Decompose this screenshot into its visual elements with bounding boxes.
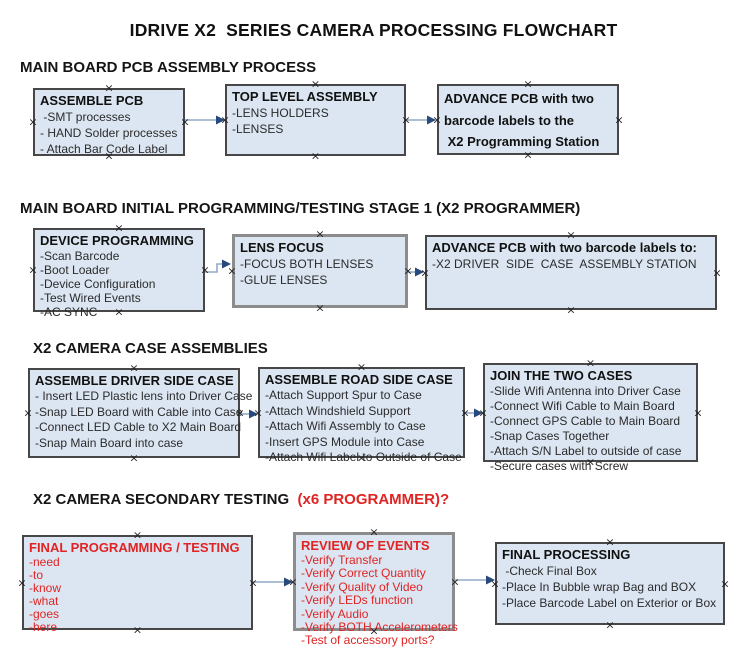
review-of-events-title-line: REVIEW OF EVENTS [301, 538, 430, 553]
join-the-two-cases-step: -Secure cases with Screw [490, 459, 629, 473]
top-level-assembly-title-line: TOP LEVEL ASSEMBLY [232, 89, 378, 104]
lens-focus-title-line: LENS FOCUS [240, 240, 324, 255]
device-programming-step: -Device Configuration [40, 277, 156, 291]
assemble-driver-side-case-step: -Snap Main Board into case [35, 435, 184, 450]
assemble-pcb-step: - HAND Solder processes [40, 126, 178, 140]
flowchart-node-assemble-driver-side-case[interactable]: ASSEMBLE DRIVER SIDE CASE- Insert LED Pl… [28, 368, 253, 458]
assemble-driver-side-case-step: - Insert LED Plastic lens into Driver Ca… [35, 389, 253, 403]
assemble-road-side-case-step: -Attach Windshield Support [265, 403, 411, 418]
arrowhead-icon [486, 575, 495, 585]
advance-pcb-to-programming-station-title-line: barcode labels to the [444, 112, 575, 128]
final-programming-testing-title-line: FINAL PROGRAMMING / TESTING [29, 540, 240, 555]
flowchart-node-assemble-pcb[interactable]: ASSEMBLE PCB -SMT processes - HAND Solder… [33, 88, 185, 156]
assemble-road-side-case-step: -Attach Support Spur to Case [265, 388, 422, 402]
flowchart-node-advance-pcb-to-programming-station[interactable]: ADVANCE PCB with two barcode labels to th… [437, 84, 619, 155]
section-header-case-assemblies: X2 CAMERA CASE ASSEMBLIES [33, 340, 268, 357]
section-header-secondary-testing-black: X2 CAMERA SECONDARY TESTING [33, 491, 290, 508]
arrowhead-icon [249, 409, 258, 419]
device-programming-title-line: DEVICE PROGRAMMING [40, 233, 194, 248]
flowchart-node-advance-pcb-to-driver-side-station[interactable]: ADVANCE PCB with two barcode labels to: -… [425, 235, 717, 310]
flowchart-node-join-the-two-cases[interactable]: JOIN THE TWO CASES-Slide Wifi Antenna in… [483, 363, 698, 473]
section-header-pcb-assembly: MAIN BOARD PCB ASSEMBLY PROCESS [20, 59, 317, 76]
review-of-events-step: -Test of accessory ports? [301, 633, 435, 648]
flowchart-node-final-programming-testing[interactable]: FINAL PROGRAMMING / TESTING-need-to-know… [22, 535, 253, 634]
flowchart-node-assemble-road-side-case[interactable]: ASSEMBLE ROAD SIDE CASE-Attach Support S… [258, 367, 465, 464]
flowchart-node-top-level-assembly[interactable]: TOP LEVEL ASSEMBLY -LENS HOLDERS -LENSES [225, 84, 406, 156]
review-of-events-step: -Verify Correct Quantity [301, 566, 426, 581]
final-programming-testing-step: -what [29, 594, 59, 608]
assemble-driver-side-case-title-line: ASSEMBLE DRIVER SIDE CASE [35, 373, 234, 388]
arrowhead-icon [284, 577, 293, 587]
assemble-pcb-step: - Attach Bar Code Label [40, 142, 168, 156]
review-of-events-step: -Verify LEDs function [301, 593, 414, 608]
advance-pcb-to-driver-side-station-title-line: ADVANCE PCB with two barcode labels to: [432, 240, 697, 255]
lens-focus-step: -FOCUS BOTH LENSES [240, 257, 374, 271]
flowchart-node-review-of-events[interactable]: REVIEW OF EVENTS-Verify Transfer-Verify … [293, 532, 458, 647]
assemble-driver-side-case-step: -Connect LED Cable to X2 Main Board [35, 420, 242, 434]
flowchart-node-device-programming[interactable]: DEVICE PROGRAMMING-Scan Barcode-Boot Loa… [33, 228, 205, 319]
final-programming-testing-step: -goes [29, 607, 60, 621]
top-level-assembly-step: -LENS HOLDERS [232, 106, 329, 120]
review-of-events-step: -Verify Quality of Video [301, 579, 423, 594]
review-of-events-step: -Verify BOTH Accelerometers [301, 620, 458, 635]
lens-focus-step: -GLUE LENSES [240, 273, 328, 287]
flowchart-node-lens-focus[interactable]: LENS FOCUS -FOCUS BOTH LENSES -GLUE LENSES [232, 234, 408, 308]
join-the-two-cases-step: -Slide Wifi Antenna into Driver Case [490, 384, 681, 398]
assemble-driver-side-case-step: -Snap LED Board with Cable into Case [35, 404, 243, 419]
join-the-two-cases-step: -Connect GPS Cable to Main Board [490, 414, 681, 428]
device-programming-step: -AC SYNC [40, 305, 98, 319]
final-programming-testing-step: -here [29, 620, 58, 634]
join-the-two-cases-step: -Snap Cases Together [490, 429, 610, 443]
assemble-road-side-case-step: -Attach Wifi Assembly to Case [265, 419, 426, 433]
flowchart-node-final-processing[interactable]: FINAL PROCESSING -Check Final Box -Place … [495, 542, 725, 625]
device-programming-step: -Scan Barcode [40, 249, 120, 263]
advance-pcb-to-programming-station-title-line: ADVANCE PCB with two [444, 91, 594, 106]
section-header-secondary-testing: X2 CAMERA SECONDARY TESTING (x6 PROGRAMM… [33, 491, 449, 508]
join-the-two-cases-step: -Connect Wifi Cable to Main Board [490, 399, 675, 413]
connector-device-programming-to-lens-focus [205, 263, 227, 273]
assemble-pcb-title-line: ASSEMBLE PCB [40, 93, 144, 108]
review-of-events-step: -Verify Transfer [301, 553, 383, 567]
top-level-assembly-step: -LENSES [232, 122, 284, 136]
final-processing-title-line: FINAL PROCESSING [502, 547, 631, 562]
final-processing-step: -Place In Bubble wrap Bag and BOX [502, 580, 697, 594]
final-programming-testing-step: -need [29, 555, 60, 569]
advance-pcb-to-driver-side-station-step: -X2 DRIVER SIDE CASE ASSEMBLY STATION [432, 257, 697, 271]
advance-pcb-to-programming-station-title-line: X2 Programming Station [444, 134, 600, 149]
arrowhead-icon [222, 259, 231, 269]
final-programming-testing-step: -to [29, 568, 44, 582]
arrowhead-icon [474, 408, 483, 418]
arrowhead-icon [427, 115, 436, 125]
device-programming-step: -Test Wired Events [40, 291, 141, 305]
final-programming-testing-step: -know [29, 581, 62, 595]
final-processing-step: -Check Final Box [502, 564, 597, 578]
assemble-road-side-case-step: -Attach Wifi Label to Outside of Case [265, 450, 462, 464]
section-header-secondary-testing-red: (x6 PROGRAMMER)? [289, 491, 450, 508]
page-title: IDRIVE X2 SERIES CAMERA PROCESSING FLOWC… [129, 20, 618, 40]
assemble-pcb-step: -SMT processes [40, 110, 131, 124]
assemble-road-side-case-step: -Insert GPS Module into Case [265, 434, 425, 449]
arrowhead-icon [415, 267, 424, 277]
section-header-initial-programming: MAIN BOARD INITIAL PROGRAMMING/TESTING S… [20, 200, 581, 217]
assemble-road-side-case-title-line: ASSEMBLE ROAD SIDE CASE [265, 372, 453, 387]
join-the-two-cases-title-line: JOIN THE TWO CASES [490, 368, 633, 383]
final-processing-step: -Place Barcode Label on Exterior or Box [502, 596, 717, 610]
device-programming-step: -Boot Loader [40, 263, 110, 277]
arrowhead-icon [216, 115, 225, 125]
review-of-events-step: -Verify Audio [301, 606, 369, 621]
join-the-two-cases-step: -Attach S/N Label to outside of case [490, 444, 682, 458]
